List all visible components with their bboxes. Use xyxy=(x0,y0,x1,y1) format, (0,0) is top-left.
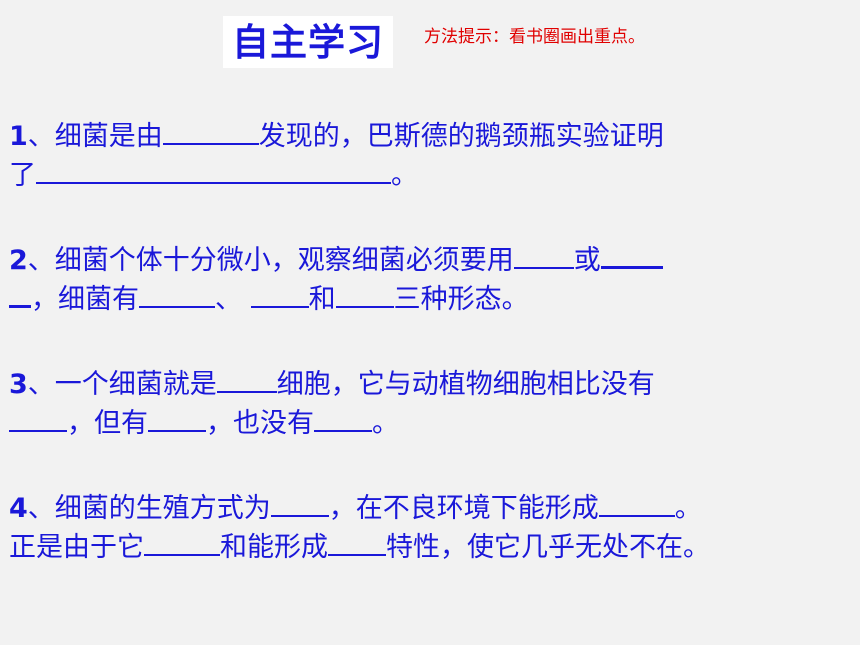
answer-blank[interactable] xyxy=(139,279,215,308)
answer-blank[interactable] xyxy=(270,488,329,517)
answer-blank[interactable] xyxy=(9,403,67,432)
answer-blank[interactable] xyxy=(250,279,309,308)
question-text: ，在不良环境下能形成 xyxy=(328,493,599,524)
answer-blank[interactable] xyxy=(162,116,259,145)
question-line: 1、细菌是由 发现的，巴斯德的鹅颈瓶实验证明 xyxy=(9,116,854,155)
method-hint: 方法提示：看书圈画出重点。 xyxy=(424,27,645,47)
question-text: 、细菌个体十分微小，观察细菌必须要用 xyxy=(27,245,514,276)
question-text: 、细菌是由 xyxy=(27,121,163,152)
answer-blank[interactable] xyxy=(598,488,675,517)
question-text: 、一个细菌就是 xyxy=(27,369,217,400)
answer-blank[interactable] xyxy=(314,403,372,432)
question-text: 或 xyxy=(573,245,601,276)
answer-blank[interactable] xyxy=(328,527,386,556)
question-text: ，也没有 xyxy=(206,408,314,439)
question-line: ，细菌有 、 和 三种形态。 xyxy=(9,279,854,318)
question-text: 和 xyxy=(308,284,336,315)
question-text: 发现的，巴斯德的鹅颈瓶实验证明 xyxy=(258,121,664,152)
question-text: 、 xyxy=(215,284,242,315)
question-number: 2 xyxy=(9,245,28,276)
question-number: 4 xyxy=(9,493,28,524)
question-number: 3 xyxy=(9,369,28,400)
question-line: 正是由于它 和能形成 特性，使它几乎无处不在。 xyxy=(9,527,854,566)
question-text: 了 xyxy=(9,160,36,191)
page-title: 自主学习 xyxy=(232,20,384,64)
question-text: 和能形成 xyxy=(220,532,328,563)
answer-blank[interactable] xyxy=(144,527,220,556)
question-1: 1、细菌是由发现的，巴斯德的鹅颈瓶实验证明 了。 xyxy=(9,116,854,194)
question-number: 1 xyxy=(9,121,28,152)
question-2: 2、细菌个体十分微小，观察细菌必须要用 或 ，细菌有 、 和 三种形态。 xyxy=(9,240,854,318)
question-4: 4、细菌的生殖方式为 ，在不良环境下能形成 。 正是由于它 和能形成 特性，使它几乎无处… xyxy=(9,488,854,566)
question-text: 。 xyxy=(674,493,702,524)
question-text: ，但有 xyxy=(67,408,148,439)
answer-blank[interactable] xyxy=(335,279,394,308)
answer-blank[interactable] xyxy=(9,290,31,308)
answer-blank[interactable] xyxy=(600,251,663,269)
question-line: 3、一个细菌就是 细胞，它与动植物细胞相比没有 xyxy=(9,364,854,403)
answer-blank[interactable] xyxy=(148,403,206,432)
question-text: 。 xyxy=(391,160,418,191)
question-line: 2、细菌个体十分微小，观察细菌必须要用 或 xyxy=(9,240,854,279)
question-text: ，细菌有 xyxy=(31,284,139,315)
question-3: 3、一个细菌就是 细胞，它与动植物细胞相比没有 ，但有 ，也没有 。 xyxy=(9,364,854,442)
question-line: 4、细菌的生殖方式为 ，在不良环境下能形成 。 xyxy=(9,488,854,527)
question-list: 1、细菌是由发现的，巴斯德的鹅颈瓶实验证明 了。 2、细菌个体十分微小，观察细菌… xyxy=(9,116,854,566)
answer-blank[interactable] xyxy=(36,155,391,184)
answer-blank[interactable] xyxy=(513,240,574,269)
question-text: 三种形态。 xyxy=(393,284,529,315)
title-box: 自主学习 xyxy=(223,16,393,68)
question-text: 正是由于它 xyxy=(9,532,144,563)
question-text: 、细菌的生殖方式为 xyxy=(27,493,271,524)
question-text: 细胞，它与动植物细胞相比没有 xyxy=(276,369,655,400)
question-line: ，但有 ，也没有 。 xyxy=(9,403,854,442)
question-text: 。 xyxy=(372,408,399,439)
question-line: 了。 xyxy=(9,155,854,194)
question-text: 特性，使它几乎无处不在。 xyxy=(386,532,710,563)
answer-blank[interactable] xyxy=(216,364,277,393)
